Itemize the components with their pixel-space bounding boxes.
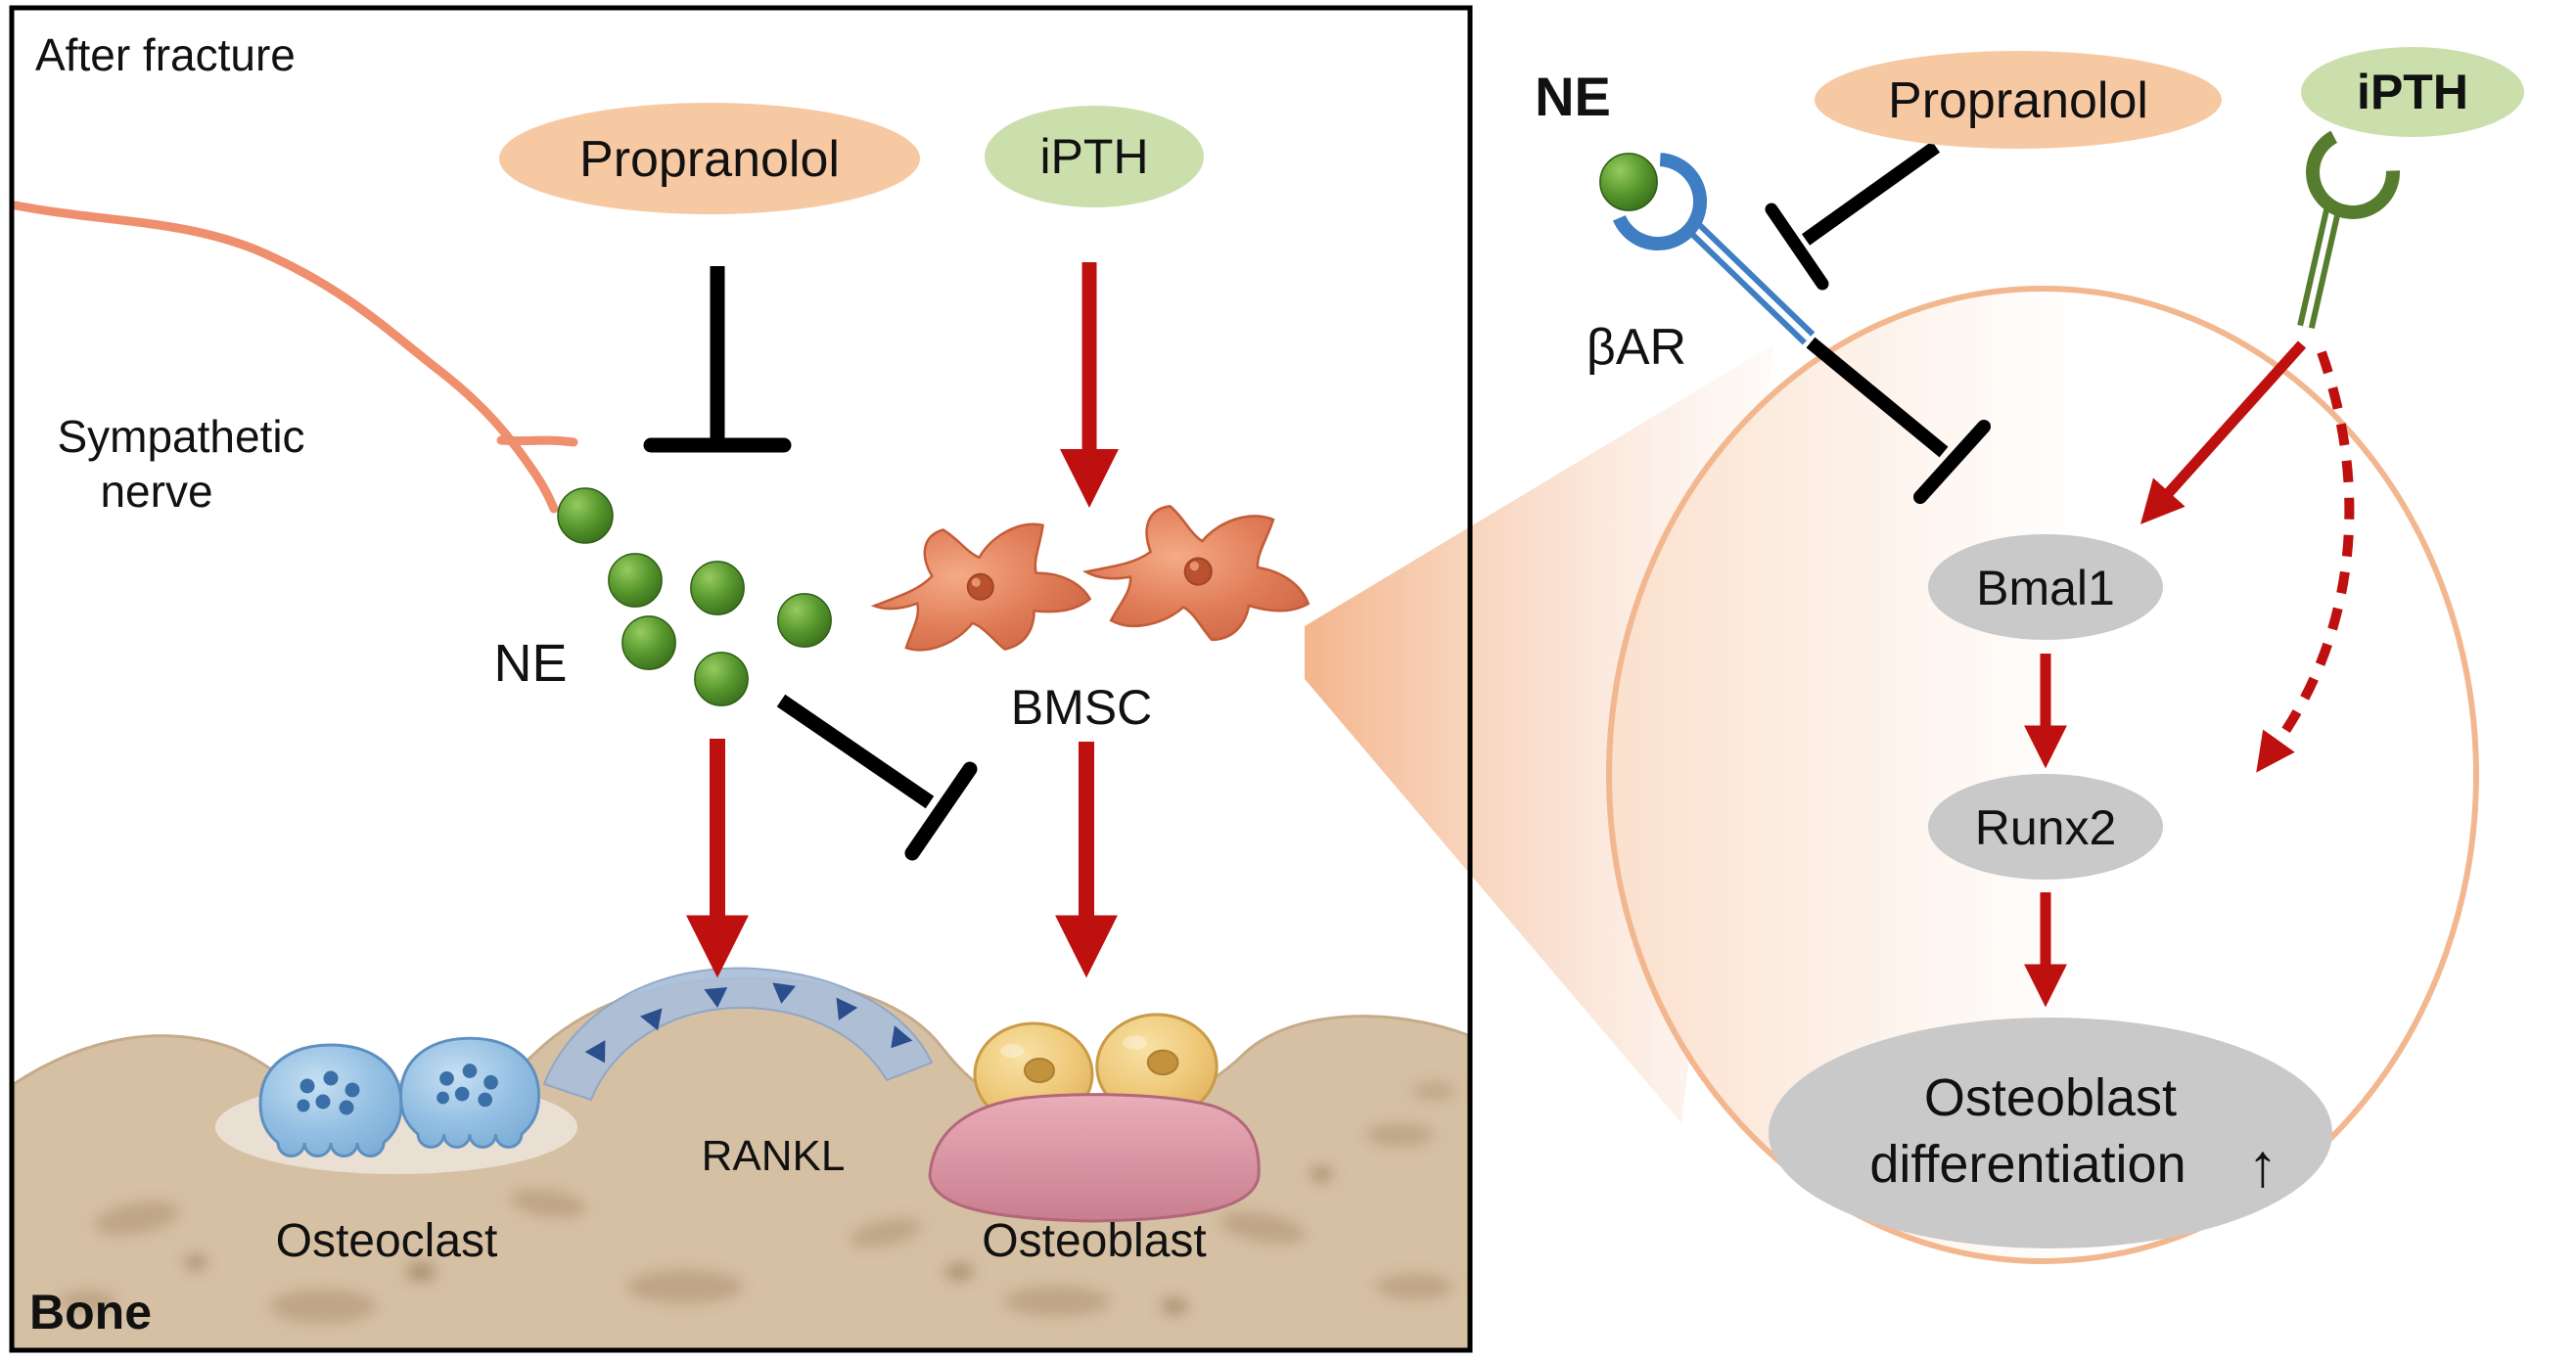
- upregulation-arrow: ↑: [2248, 1132, 2278, 1200]
- rankl-arc: [542, 967, 934, 1102]
- inhibition-bar-bmal1: [1806, 337, 1991, 504]
- runx2-node: [1928, 774, 2163, 880]
- bmsc-cells: [865, 499, 1316, 664]
- bmsc-label: BMSC: [1011, 680, 1152, 735]
- ne-vesicles: [557, 487, 832, 706]
- after-fracture-label: After fracture: [35, 29, 296, 80]
- sympathetic-nerve-label-line2: nerve: [100, 466, 212, 517]
- propranolol-pill-right: [1815, 51, 2222, 149]
- osteoblast-diff-label-line2: differentiation: [1869, 1135, 2185, 1194]
- arrow-ipth-bmal1: [2140, 340, 2307, 524]
- ipth-pill: [985, 106, 1204, 207]
- ipth-label: iPTH: [1039, 129, 1148, 184]
- osteoblast-differentiation-node: [1769, 1018, 2332, 1248]
- beta-ar-label: βAR: [1587, 319, 1686, 376]
- sympathetic-nerve-label-line1: Sympathetic: [57, 411, 304, 462]
- left-panel-border: [9, 5, 1473, 1353]
- left-panel: After fracture Sympathetic nerve Propran…: [11, 29, 1470, 1352]
- osteoblast-pink-matrix: [928, 1093, 1261, 1223]
- rankl-triangles: [584, 982, 913, 1064]
- osteoblast-diff-label-line1: Osteoblast: [1924, 1068, 2177, 1127]
- osteoblast-label: Osteoblast: [982, 1215, 1206, 1267]
- runx2-label: Runx2: [1975, 800, 2117, 855]
- ne-ligand-ball: [1599, 153, 1658, 211]
- ne-label-right: NE: [1535, 66, 1611, 127]
- propranolol-label-right: Propranolol: [1888, 72, 2148, 129]
- rankl-label: RANKL: [702, 1132, 846, 1180]
- inhibition-propranolol-bar: [1765, 141, 1941, 291]
- bone-label: Bone: [29, 1285, 152, 1339]
- ipth-receptor: [2297, 130, 2401, 329]
- bmal1-label: Bmal1: [1976, 561, 2115, 615]
- ipth-label-right: iPTH: [2357, 65, 2468, 119]
- propranolol-pill: [499, 103, 920, 214]
- beta-ar-receptor: [1613, 153, 1816, 345]
- osteoclast-label: Osteoclast: [276, 1215, 498, 1267]
- propranolol-label: Propranolol: [579, 131, 840, 188]
- osteoblast-cells: [928, 1013, 1261, 1223]
- bone-speckles: [59, 1082, 1455, 1324]
- inhibition-ne-osteoblast: [776, 694, 978, 861]
- right-panel: NE βAR Propranolol iPTH Bmal1 Runx2 Oste…: [1535, 47, 2524, 1264]
- sympathetic-nerve-fiber: [11, 201, 578, 514]
- arrow-ipth-runx2-dashed: [2256, 350, 2355, 773]
- bmal1-node: [1928, 534, 2163, 640]
- ne-label: NE: [493, 634, 567, 693]
- ipth-pill-right: [2301, 47, 2524, 137]
- inhibition-propranolol-ne: [643, 266, 792, 453]
